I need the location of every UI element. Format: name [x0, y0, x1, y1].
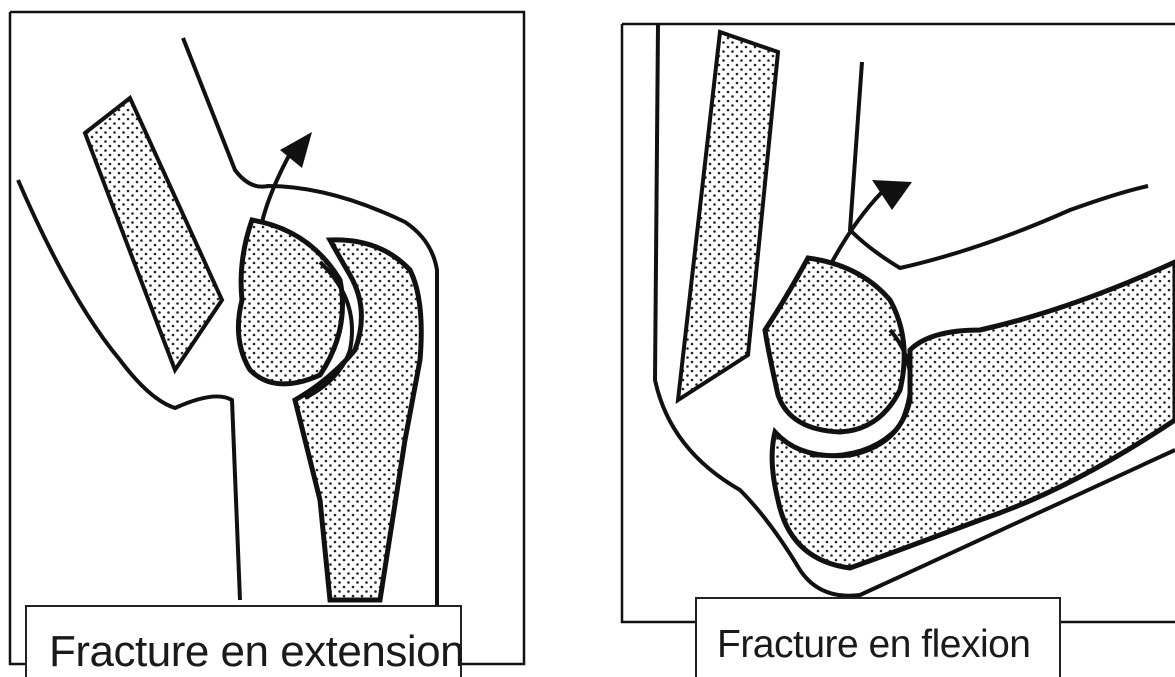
distal-fragment: [238, 220, 342, 384]
panel-frame-left: [10, 12, 25, 664]
caption-box: Fracture en flexion: [695, 597, 1061, 677]
caption-extension: Fracture en extension: [49, 627, 464, 677]
extension-fracture-panel: Fracture en extension: [0, 0, 530, 677]
skin-outline-upper: [850, 62, 1148, 268]
flexion-fracture-panel: Fracture en flexion: [600, 0, 1175, 677]
flexion-fracture-diagram: [600, 0, 1175, 677]
humerus-shaft: [678, 32, 778, 400]
extension-fracture-diagram: [0, 0, 530, 677]
caption-box: Fracture en extension: [25, 605, 462, 677]
humerus-shaft: [85, 98, 222, 370]
distal-fragment: [765, 258, 904, 432]
caption-flexion: Fracture en flexion: [717, 623, 1031, 667]
